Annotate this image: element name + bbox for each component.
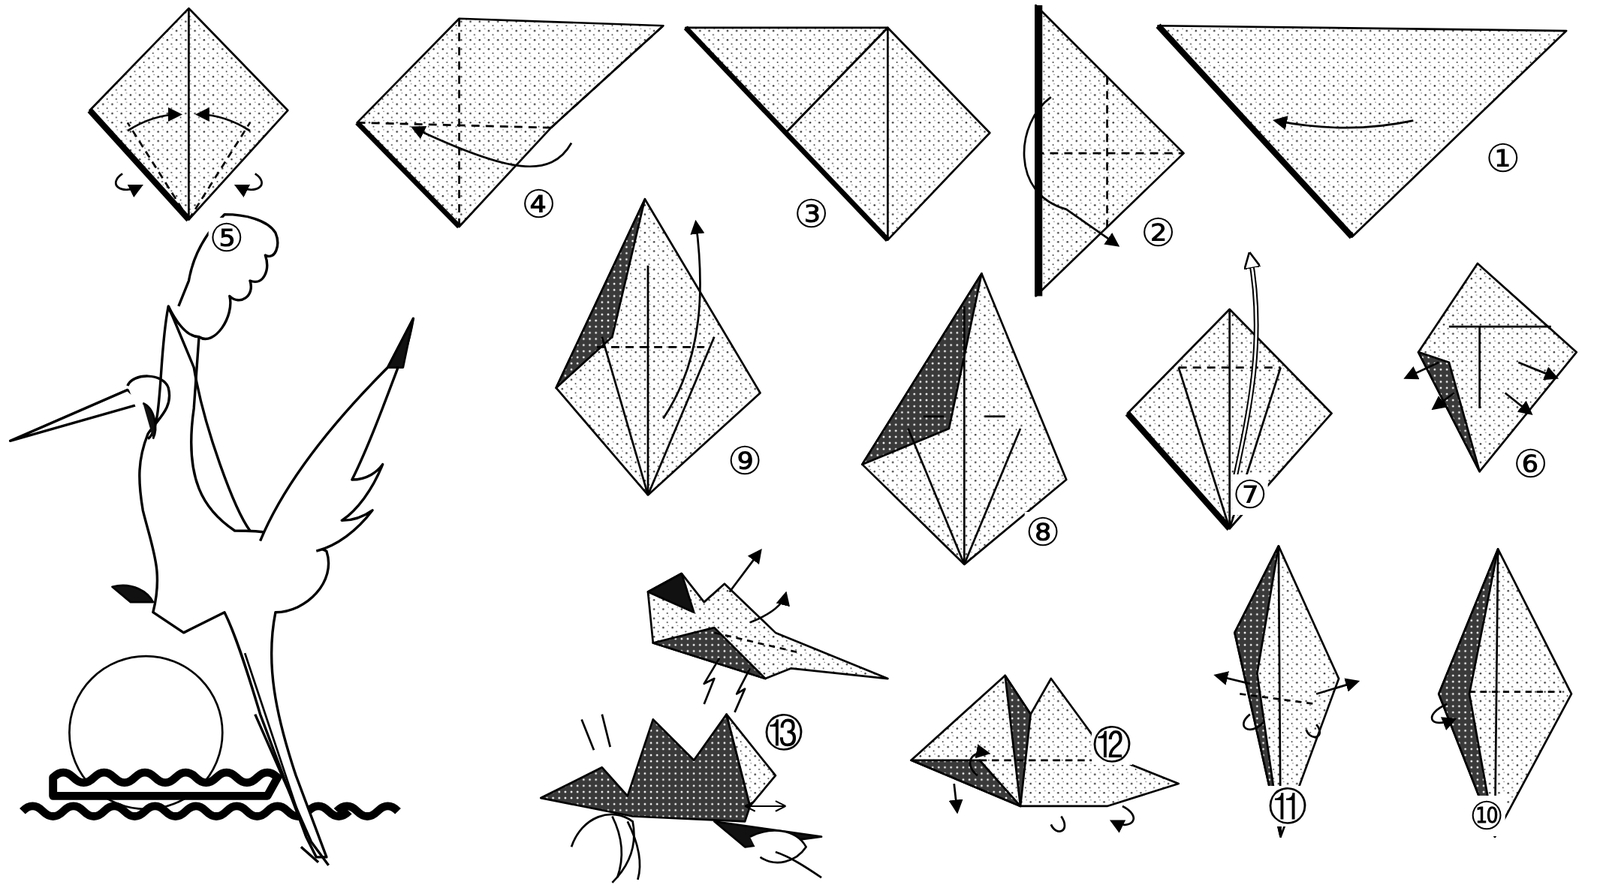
callout-number: ⑨ bbox=[726, 440, 764, 482]
callout-number: ④ bbox=[520, 183, 558, 225]
callout-number: ⑬ bbox=[763, 712, 805, 754]
callout-number: ⑦ bbox=[1232, 474, 1269, 516]
callout-number: ⑥ bbox=[1512, 443, 1549, 485]
callout-number: ② bbox=[1139, 212, 1177, 254]
callout-number: ⑪ bbox=[1267, 786, 1308, 827]
callout-number: ⑫ bbox=[1091, 724, 1133, 766]
callout-number: ⑧ bbox=[1024, 512, 1062, 553]
callout-number: ⑤ bbox=[207, 217, 245, 259]
callout-number: ③ bbox=[792, 193, 830, 235]
callout-number: ⑩ bbox=[1468, 795, 1506, 837]
callout-number: ① bbox=[1485, 138, 1522, 179]
